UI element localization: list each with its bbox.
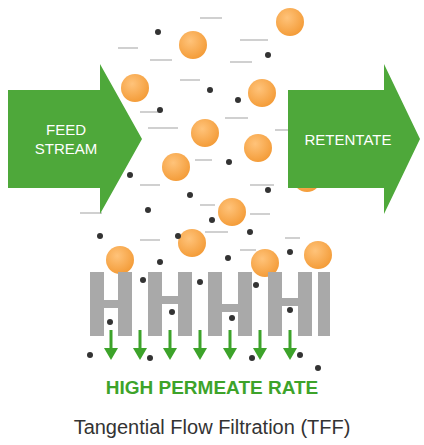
arrow-label: FEED STREAM	[31, 120, 101, 158]
arrow-shape: RETENTATE	[288, 64, 420, 214]
arrow-shape: FEED STREAM	[8, 64, 142, 214]
membrane	[90, 272, 330, 336]
caption: Tangential Flow Filtration (TFF)	[74, 416, 351, 439]
small-particles	[87, 29, 321, 371]
arrow-outline	[8, 64, 142, 214]
arrow-label: RETENTATE	[305, 130, 392, 149]
permeate-arrows	[104, 330, 297, 360]
permeate-label: HIGH PERMEATE RATE	[106, 377, 319, 399]
